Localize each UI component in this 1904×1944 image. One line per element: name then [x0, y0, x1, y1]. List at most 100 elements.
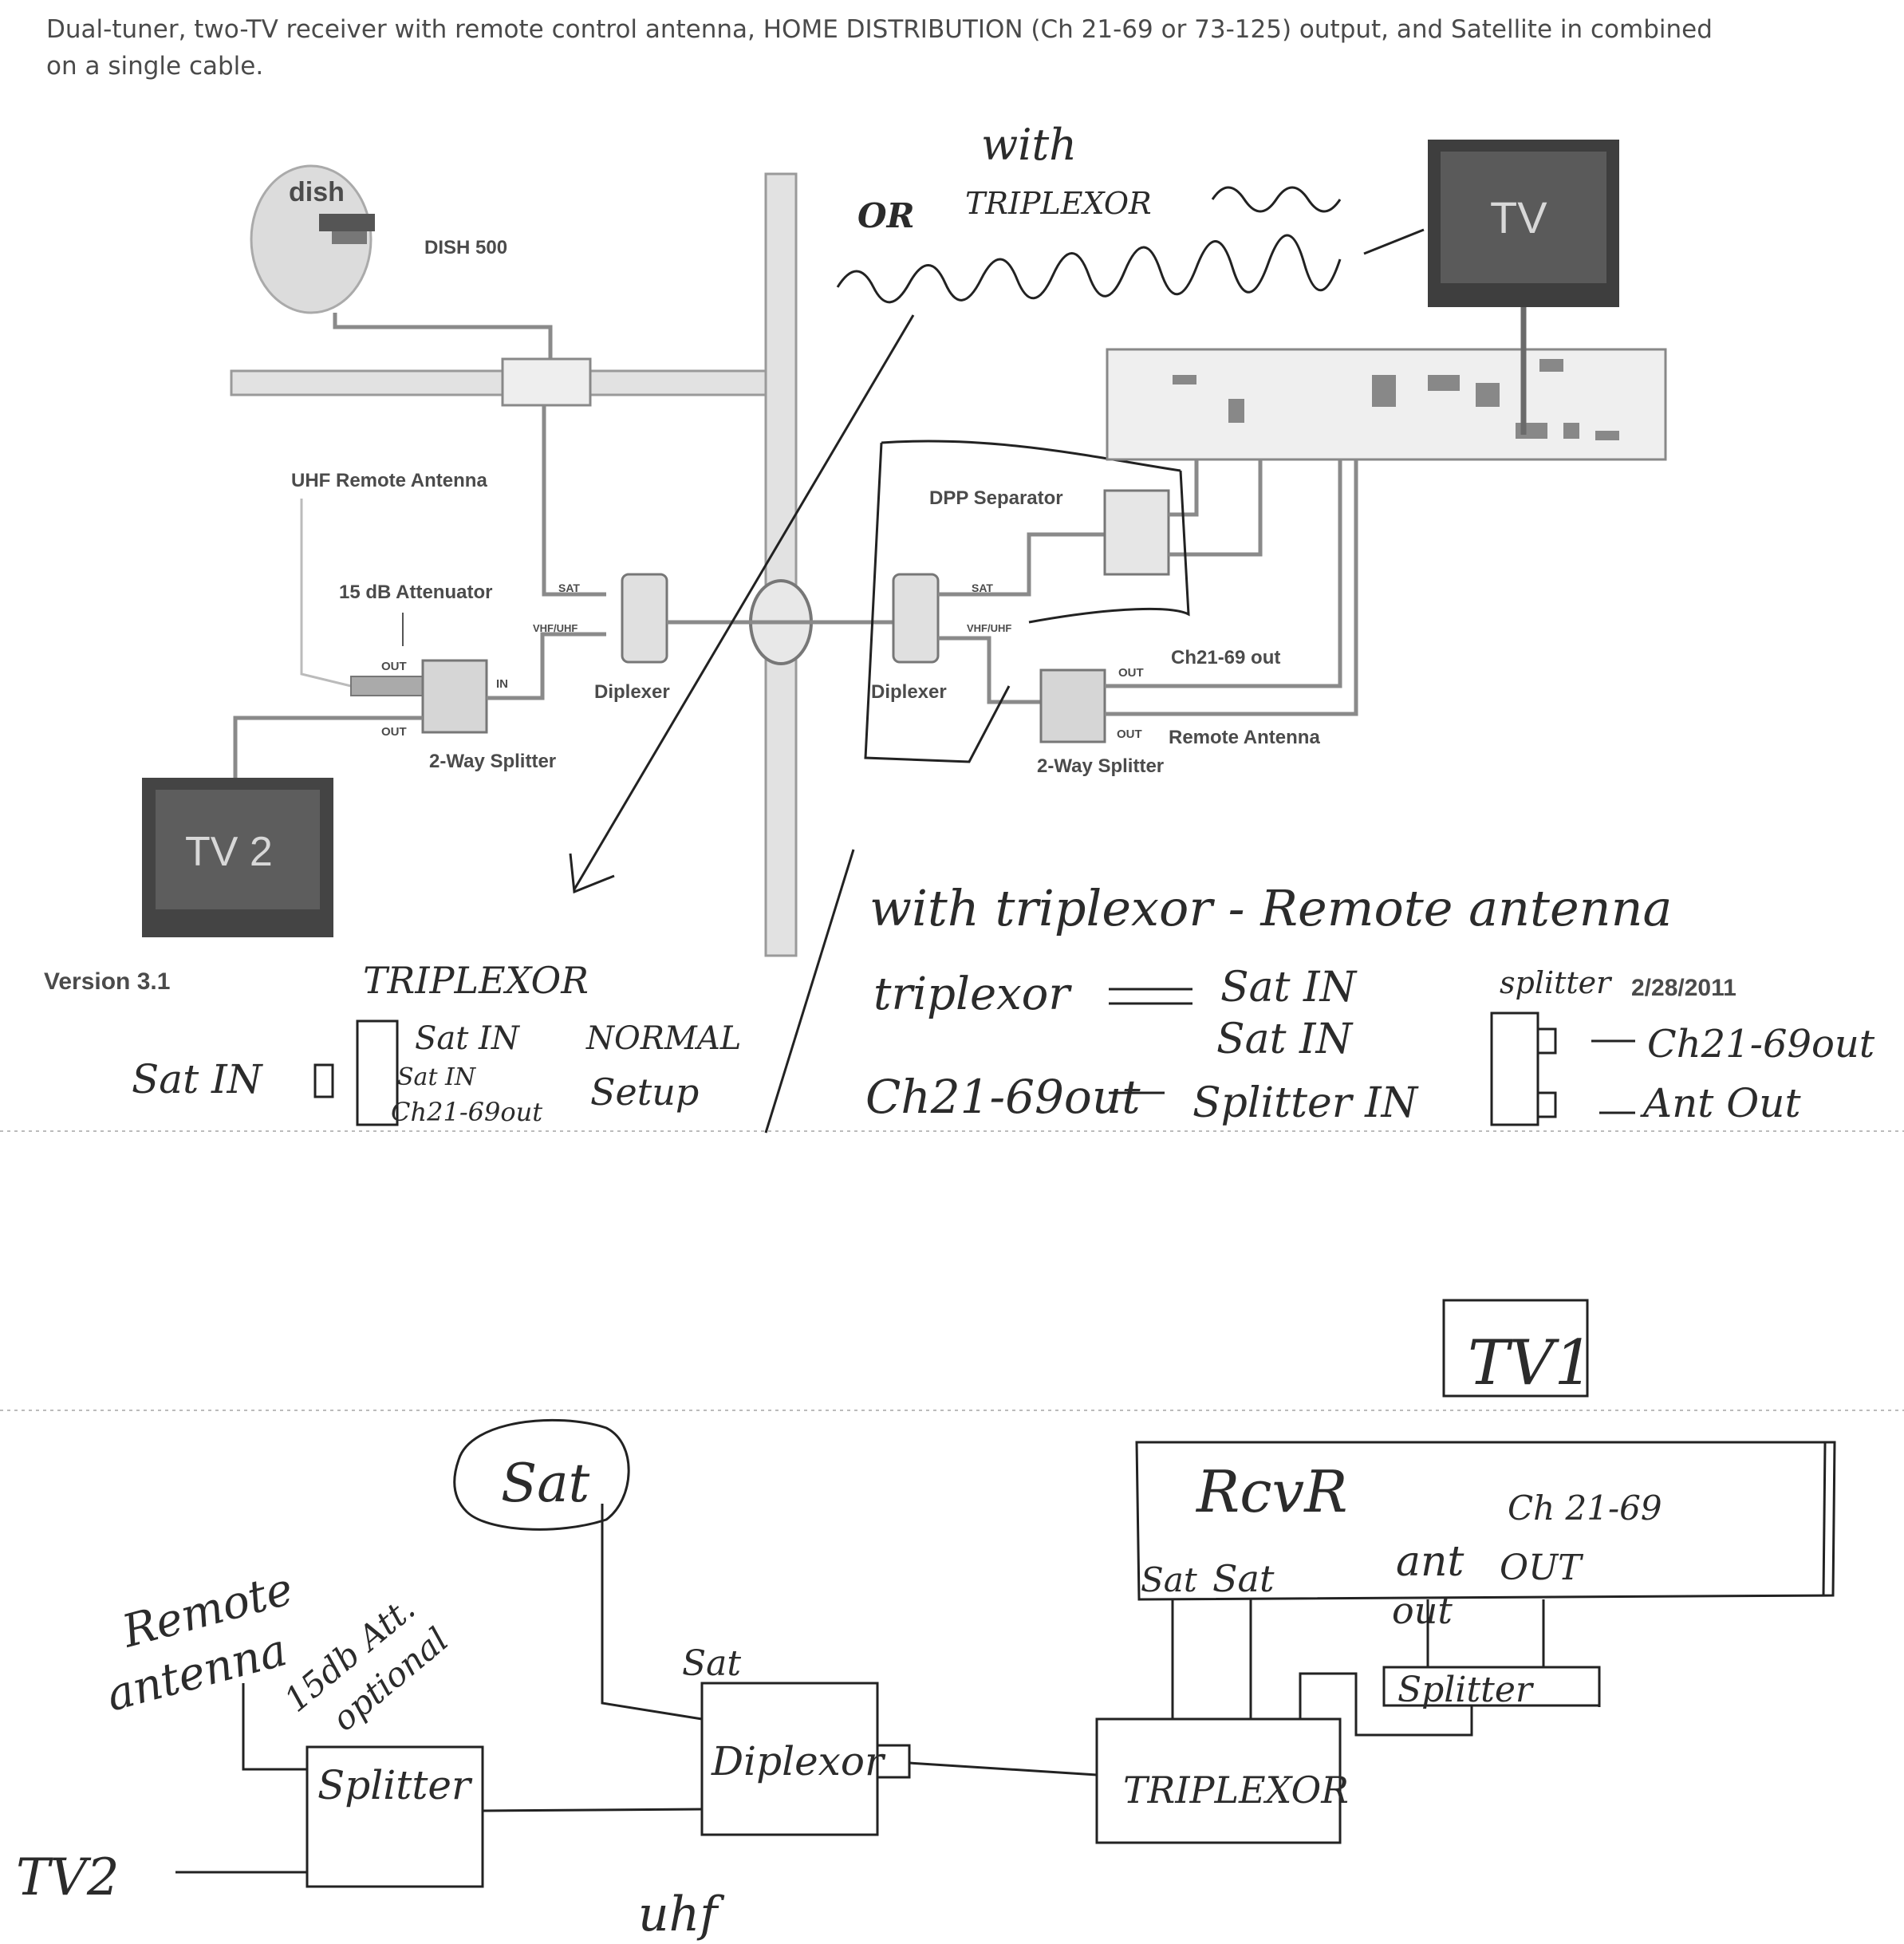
hand-right-title: with triplexor - Remote antenna: [869, 879, 1672, 937]
b-sat-a-label: Sat: [1141, 1560, 1197, 1599]
uhf-remote-antenna-text: UHF Remote Antenna: [291, 470, 487, 491]
attenuator-label: 15 dB Attenuator: [339, 582, 492, 603]
b-ant-label: ant: [1396, 1538, 1464, 1586]
b-sat-bubble-label: Sat: [501, 1453, 590, 1514]
hand-with: with: [981, 120, 1077, 170]
dpp-separator-icon: [1103, 489, 1170, 576]
dish-icon: dish: [250, 164, 375, 314]
hand-r-sat-in-2: Sat IN: [1216, 1015, 1354, 1063]
attenuator-out-label: OUT: [381, 660, 407, 673]
version-label: Version 3.1: [44, 968, 170, 995]
dish-cable: [333, 313, 553, 363]
hand-r-sat-in-1: Sat IN: [1220, 964, 1358, 1011]
b-antenna-line: [242, 1683, 307, 1771]
splitter-left-in-label: IN: [496, 677, 508, 691]
tv1-screen: [1441, 152, 1606, 283]
b-triplexor-to-splitter: [1299, 1672, 1473, 1737]
dpp-to-receiver-2: [1169, 431, 1263, 557]
diplexer-left-sat-port: SAT: [558, 582, 580, 594]
diplexer-right-icon: [892, 573, 940, 664]
remote-antenna-label: Remote Antenna: [1169, 727, 1320, 748]
splitter-right-icon: [1039, 668, 1106, 743]
hand-r-splitter-in: Splitter IN: [1192, 1079, 1419, 1127]
b-triplexor-to-diplexor: [909, 1761, 1098, 1776]
b-sat-b-label: Sat: [1212, 1557, 1275, 1600]
hand-r-ch21-69out-2: Ch21-69out: [1647, 1022, 1875, 1067]
b-diplexor-to-splitter: [482, 1808, 703, 1812]
b-triplexor-label: TRIPLEXOR: [1123, 1769, 1349, 1812]
attenuator-icon: [350, 676, 424, 696]
vertical-pole: [764, 172, 798, 957]
hand-normal: NORMAL: [585, 1020, 741, 1057]
b-triplexor-box: [1095, 1717, 1342, 1844]
diplexer-right-vhf-port: VHF/UHF: [967, 622, 1011, 634]
b-uhf-label: uhf: [638, 1887, 725, 1942]
b-tv1-box: [1442, 1299, 1589, 1398]
b-receiver-edge: [1822, 1441, 1827, 1596]
mast-clamp: [501, 357, 592, 407]
hand-loop-outline-2: [1028, 470, 1190, 624]
hand-divider-slash: [764, 849, 855, 1134]
splitter-left-icon: [421, 659, 488, 734]
hand-arrow-to-tv: [1363, 228, 1425, 255]
diplexer-right-label: Diplexer: [871, 681, 947, 703]
b-diplexor-port: [876, 1744, 911, 1779]
b-receiver-box: [1135, 1441, 1836, 1601]
splitter-to-diplexer-cable: [487, 632, 606, 700]
dish-logo: dish: [289, 177, 345, 207]
receiver-ports: [1173, 359, 1619, 440]
hand-arrow-to-triplexor: [573, 314, 915, 890]
splitter-right-out-top: OUT: [1118, 666, 1144, 680]
b-ch21-69-label: Ch 21-69: [1508, 1489, 1662, 1528]
splitter-left-label: 2-Way Splitter: [429, 751, 556, 772]
splitter-to-tv2-cable: [233, 716, 423, 778]
remote-antenna-out-cable: [1105, 415, 1358, 716]
splitter-right-label: 2-Way Splitter: [1037, 755, 1164, 777]
hand-setup: Setup: [590, 1071, 699, 1114]
diplexer-left-vhf-port: VHF/UHF: [533, 622, 578, 634]
hand-splitter-box: [1490, 1011, 1539, 1126]
hand-scribble-strikeout: [836, 234, 1342, 304]
sat-cable-left: [542, 405, 606, 597]
splitter-left-text: 2-Way Splitter: [429, 751, 556, 772]
tv2-label: TV 2: [185, 829, 273, 875]
b-splitter-left-label: Splitter: [317, 1762, 473, 1808]
b-splitter-right-label: Splitter: [1397, 1670, 1535, 1710]
b-out-lower-label: out: [1392, 1589, 1453, 1632]
hand-sat-in-2: Sat IN: [397, 1063, 477, 1091]
dish-name-label: DISH 500: [424, 237, 507, 258]
hand-splitter: splitter: [1500, 965, 1613, 1000]
ch21-69-out-cable: [1105, 415, 1342, 688]
ch21-69-out-label: Ch21-69 out: [1171, 647, 1280, 668]
b-tv1-label: TV1: [1468, 1327, 1594, 1399]
hand-sat-in-1: Sat IN: [415, 1020, 521, 1057]
hand-r-ch21-69out: Ch21-69out: [865, 1070, 1141, 1124]
hand-splitter-port-1: [1536, 1027, 1557, 1055]
hand-ant-out: Ant Out: [1640, 1080, 1801, 1126]
hand-triplexor-title: TRIPLEXOR: [363, 959, 589, 1002]
splitter-left-out-label: OUT: [381, 725, 407, 739]
b-sat-bubble: [453, 1418, 630, 1531]
header-title: Dual-tuner, two-TV receiver with remote …: [46, 15, 1713, 81]
hand-triplexor-note: TRIPLEXOR: [965, 186, 1152, 221]
sat-cable-right: [938, 532, 1105, 597]
remote-antenna-cable: [300, 499, 352, 688]
hand-ch21-69out-left: Ch21-69out: [391, 1097, 542, 1127]
hand-scribble-strikeout-2: [1211, 186, 1342, 213]
hand-arrow-head: [569, 853, 615, 894]
uhf-remote-antenna-label: UHF Remote Antenna: [291, 470, 487, 491]
b-out-upper-label: OUT: [1500, 1548, 1584, 1588]
b-sat-to-diplexor: [601, 1504, 703, 1721]
b-tv2-label: TV2: [16, 1848, 120, 1907]
splitter-right-out-bottom: OUT: [1117, 728, 1142, 741]
hand-triplexor-row: triplexor: [873, 968, 1072, 1020]
hand-or: OR: [857, 196, 915, 235]
date-label: 2/28/2011: [1631, 975, 1736, 1001]
vhf-cable-right: [938, 636, 1041, 704]
diplexer-left-icon: [621, 573, 668, 664]
b-sat-label: Sat: [682, 1643, 741, 1684]
tv1-label: TV: [1490, 192, 1547, 243]
b-diplexor-label: Diplexor: [711, 1738, 886, 1784]
diplexer-left-label: Diplexer: [594, 681, 670, 703]
